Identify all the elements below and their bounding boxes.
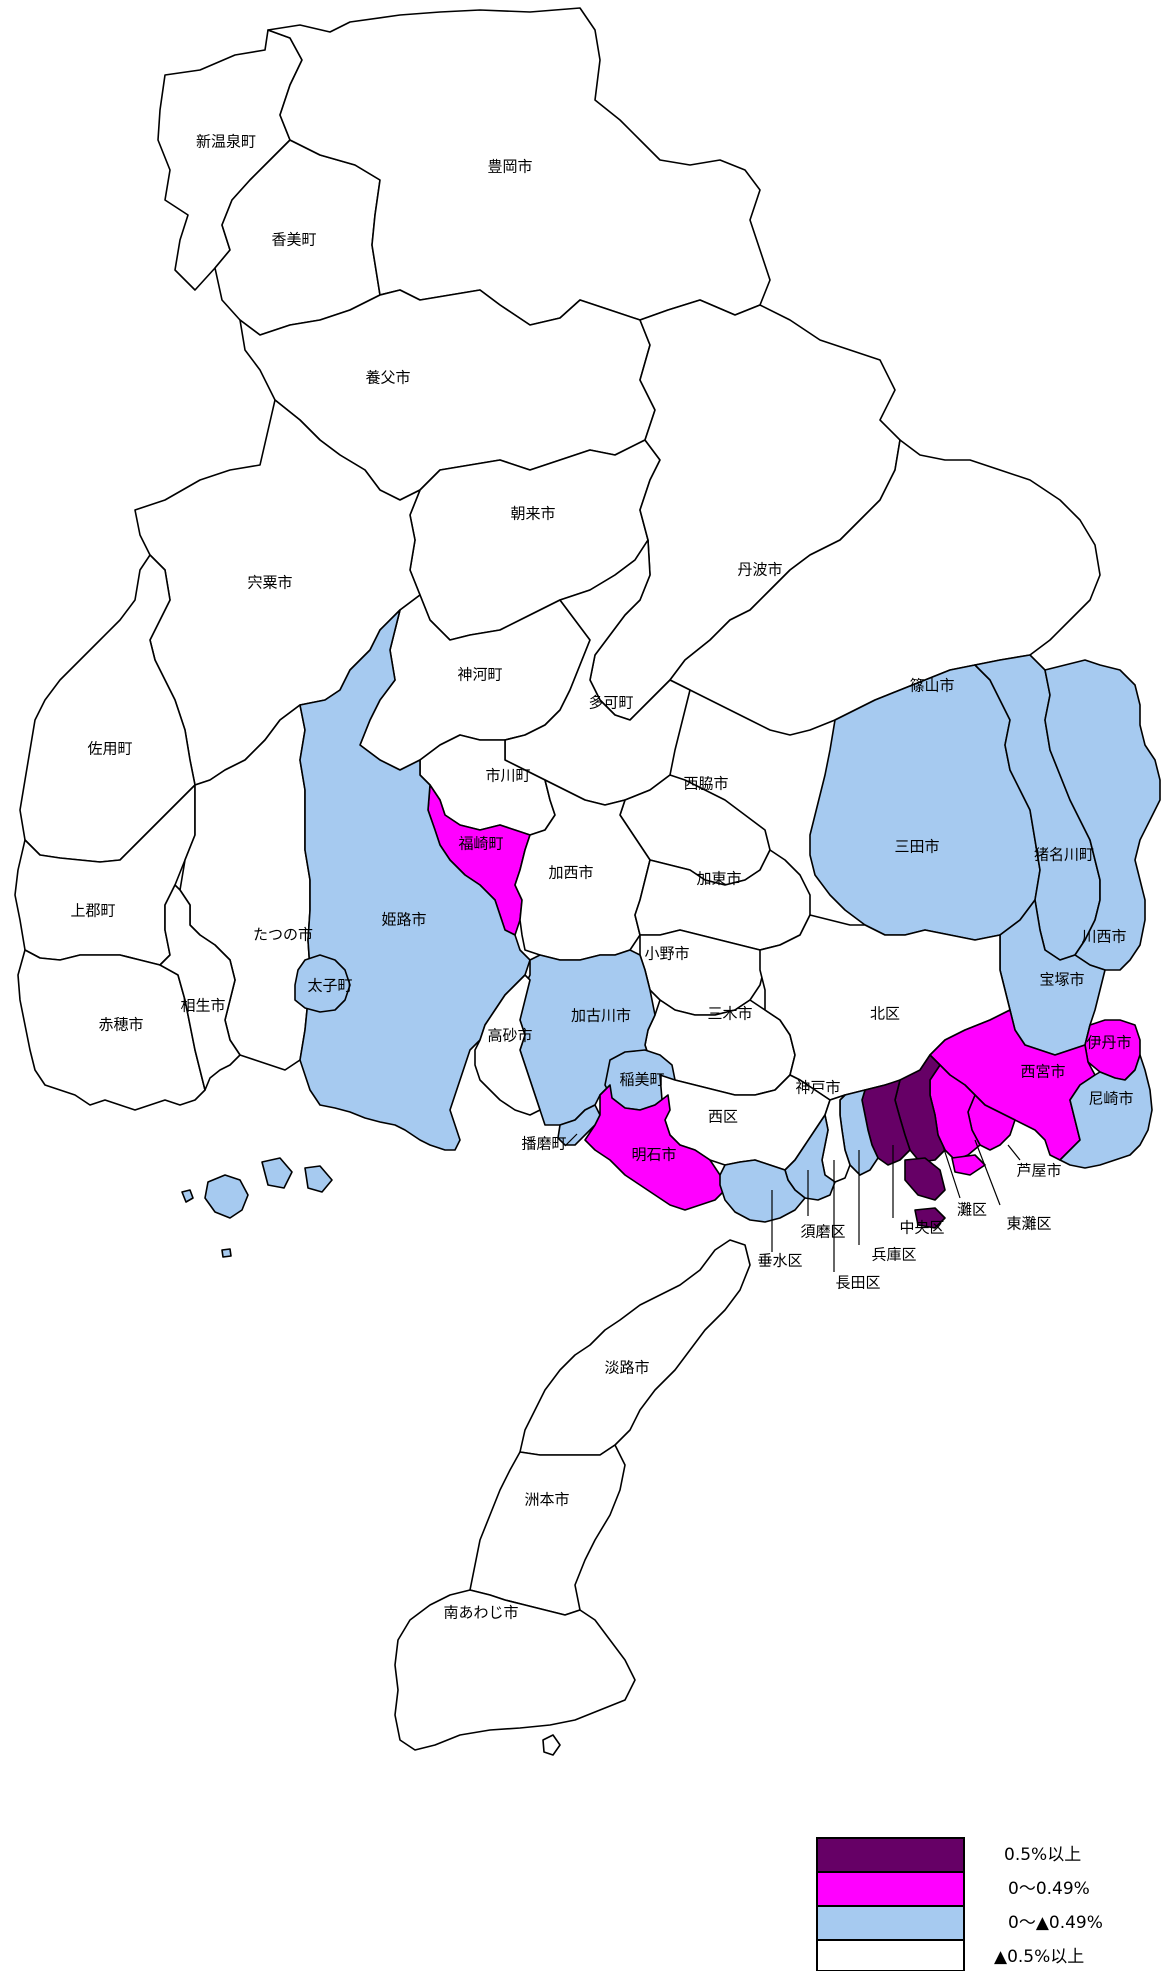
label-tatsuno: たつの市: [253, 926, 313, 944]
label-taishi: 太子町: [307, 977, 352, 995]
label-tarumi: 垂水区: [757, 1252, 802, 1270]
label-itami: 伊丹市: [1086, 1034, 1131, 1052]
label-kami: 香美町: [271, 231, 316, 249]
region-aioi[interactable]: [159, 884, 241, 1091]
label-kamikawa: 神河町: [457, 666, 502, 684]
label-tamba: 丹波市: [737, 561, 782, 579]
label-minamiawaji: 南あわじ市: [443, 1604, 518, 1622]
label-sumoto: 洲本市: [524, 1491, 569, 1509]
region-takasago[interactable]: [474, 974, 541, 1116]
label-fukusaki: 福崎町: [458, 835, 503, 853]
label-shiso: 宍粟市: [247, 574, 292, 592]
legend-label-2: 0～0.49%: [1008, 1879, 1090, 1899]
label-nishiwaki: 西脇市: [683, 775, 728, 793]
label-awaji: 淡路市: [604, 1359, 649, 1377]
label-hyogo: 兵庫区: [871, 1246, 916, 1264]
region-kawanishi[interactable]: [1044, 659, 1161, 971]
label-ono: 小野市: [644, 945, 689, 963]
label-nishiku: 西区: [708, 1108, 738, 1126]
label-chuo: 中央区: [899, 1219, 944, 1237]
label-akashi: 明石市: [631, 1146, 676, 1164]
region-tarumi[interactable]: [719, 1159, 806, 1223]
region-himeji-island-3[interactable]: [304, 1165, 333, 1193]
label-ashiya: 芦屋市: [1016, 1162, 1061, 1180]
region-minamiawaji[interactable]: [394, 1589, 636, 1751]
legend-swatch-2: [816, 1871, 965, 1907]
label-nishinomiya: 西宮市: [1020, 1063, 1065, 1081]
region-ako[interactable]: [17, 949, 206, 1111]
label-kawanishi: 川西市: [1081, 928, 1126, 946]
label-ichikawa: 市川町: [485, 767, 530, 785]
region-himeji-island-4[interactable]: [181, 1189, 194, 1203]
leader-higashinada: [974, 1139, 1001, 1206]
label-miki: 三木市: [707, 1005, 752, 1023]
region-ashiya-island[interactable]: [951, 1154, 986, 1176]
label-kakogawa: 加古川市: [571, 1007, 631, 1025]
label-layer: 新温泉町 香美町 豊岡市 養父市 朝来市 宍粟市 丹波市 篠山市 神河町 多可町…: [70, 133, 1133, 1622]
leader-harima: [564, 1133, 578, 1147]
label-takasago: 高砂市: [487, 1027, 532, 1045]
leader-nada: [942, 1145, 961, 1199]
legend: 0.5%以上 0～0.49% 0～▲0.49% ▲0.5%以上: [816, 1837, 1103, 1971]
label-inagawa: 猪名川町: [1034, 846, 1094, 864]
label-sanda: 三田市: [894, 838, 939, 856]
label-sasayama: 篠山市: [909, 677, 954, 695]
legend-swatch-3: [816, 1905, 965, 1941]
region-chuo-island-2[interactable]: [914, 1207, 946, 1229]
label-asago: 朝来市: [510, 505, 555, 523]
label-inami: 稲美町: [619, 1071, 664, 1089]
region-layer: [14, 7, 1161, 1756]
label-takarazuka: 宝塚市: [1039, 971, 1084, 989]
leader-ashiya: [1007, 1144, 1021, 1161]
legend-label-3: 0～▲0.49%: [1008, 1913, 1103, 1933]
region-chuo-island[interactable]: [904, 1157, 946, 1201]
label-amagasaki: 尼崎市: [1088, 1090, 1133, 1108]
legend-label-1: 0.5%以上: [1004, 1845, 1081, 1865]
label-toyooka: 豊岡市: [487, 158, 532, 176]
label-taka: 多可町: [588, 694, 633, 712]
label-higashinada: 東灘区: [1006, 1215, 1051, 1233]
legend-label-4: ▲0.5%以上: [994, 1947, 1084, 1967]
label-kamigori: 上郡町: [70, 902, 115, 920]
label-aioi: 相生市: [180, 997, 225, 1015]
legend-swatch-4: [816, 1939, 965, 1971]
label-kasai: 加西市: [548, 864, 593, 882]
region-himeji-island-1[interactable]: [204, 1174, 249, 1219]
leader-lines: [564, 1133, 1021, 1272]
label-suma: 須磨区: [800, 1223, 845, 1241]
label-nada: 灘区: [957, 1201, 987, 1219]
label-harima: 播磨町: [521, 1135, 566, 1153]
region-himeji-island-2[interactable]: [261, 1157, 293, 1189]
region-sumoto[interactable]: [469, 1444, 626, 1616]
region-nushima-island[interactable]: [542, 1734, 561, 1756]
label-ako: 赤穂市: [98, 1016, 143, 1034]
region-himeji-island-5[interactable]: [221, 1248, 232, 1258]
region-amagasaki[interactable]: [1059, 1054, 1153, 1169]
label-nagata: 長田区: [835, 1274, 880, 1292]
label-kobe: 神戸市: [795, 1079, 840, 1097]
label-yabu: 養父市: [365, 369, 410, 387]
region-taishi[interactable]: [294, 954, 351, 1013]
label-sayo: 佐用町: [87, 740, 132, 758]
label-shinonsen: 新温泉町: [196, 133, 256, 151]
label-kato: 加東市: [696, 870, 741, 888]
label-kita: 北区: [870, 1005, 900, 1023]
region-awaji[interactable]: [519, 1239, 751, 1456]
legend-swatch-1: [816, 1837, 965, 1873]
label-himeji: 姫路市: [381, 911, 426, 929]
